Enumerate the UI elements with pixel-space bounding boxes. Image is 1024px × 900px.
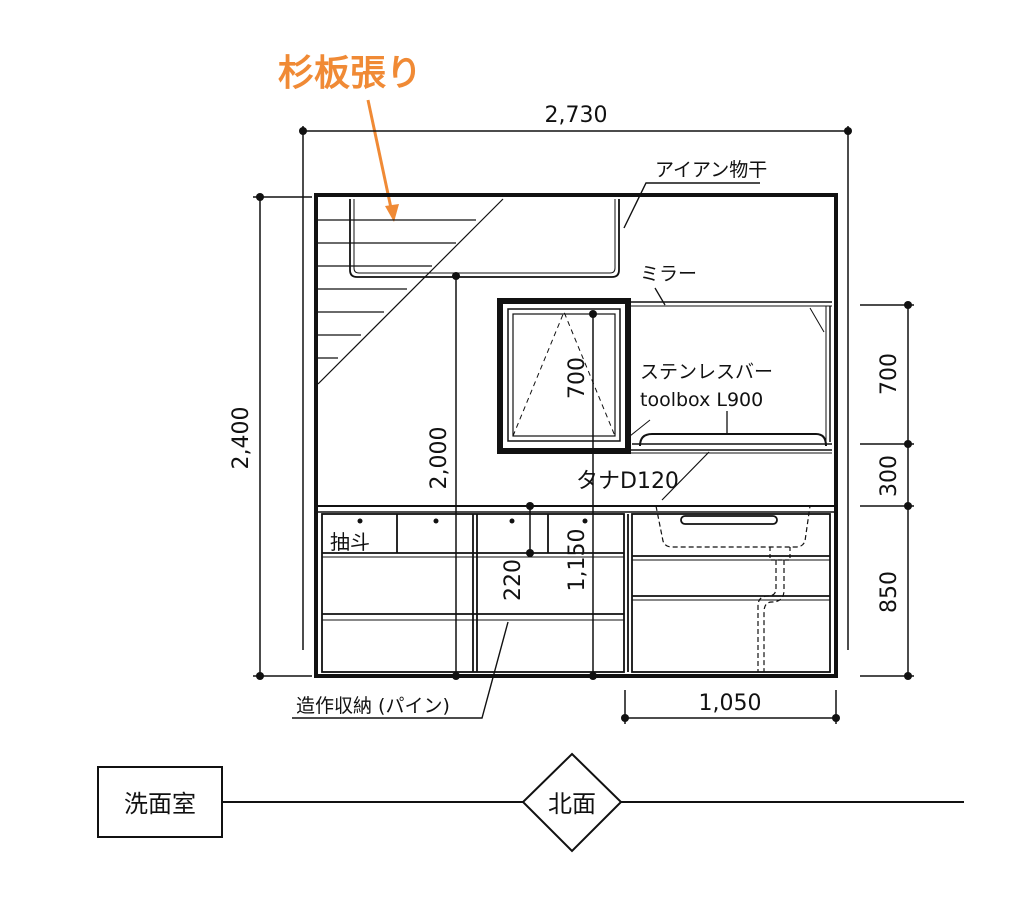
window — [497, 298, 631, 454]
dimension-lines — [253, 126, 914, 724]
room-name: 洗面室 — [124, 790, 196, 818]
dim-side-middle: 300 — [877, 455, 902, 497]
dim-drawer-height: 220 — [501, 559, 526, 601]
iron-hanger-bar — [349, 199, 620, 278]
sink-bowl — [655, 505, 811, 561]
wall-outline — [314, 193, 838, 678]
dim-total-height: 2,400 — [229, 407, 254, 470]
dim-side-bottom: 850 — [877, 571, 902, 613]
dim-total-width: 2,730 — [545, 103, 608, 128]
label-mirror: ミラー — [640, 263, 697, 285]
leader-iron-bar — [623, 182, 760, 229]
label-drawer: 抽斗 — [330, 530, 370, 554]
drawer-knobs — [357, 518, 588, 524]
dim-counter-height: 1,150 — [565, 529, 590, 592]
dim-sink-width: 1,050 — [699, 691, 762, 716]
mirror — [629, 301, 832, 442]
stainless-bar — [632, 411, 832, 447]
label-steel-bar: ステンレスバー — [640, 361, 773, 383]
label-cabinet: 造作収納 (パイン) — [296, 695, 450, 717]
drain-pipe — [757, 560, 785, 672]
sink-cabinet — [631, 513, 831, 673]
counter-top — [318, 505, 834, 513]
annotation-cedar-board: 杉板張り — [278, 53, 422, 94]
leader-mirror — [654, 287, 666, 306]
cedar-board-hatch — [317, 198, 504, 385]
label-steel-bar-model: toolbox L900 — [640, 389, 763, 411]
leader-cabinet — [292, 621, 509, 719]
room-box — [97, 766, 223, 838]
lower-cabinet — [321, 513, 629, 673]
dim-window-height: 700 — [565, 357, 590, 399]
dim-partition-height: 2,000 — [427, 427, 452, 490]
view-diamond — [521, 752, 623, 853]
label-iron-bar: アイアン物干 — [655, 159, 767, 181]
annotation-arrow — [366, 99, 399, 222]
shelf — [630, 449, 832, 501]
label-shelf: タナD120 — [576, 469, 679, 494]
dim-side-top: 700 — [877, 353, 902, 395]
view-name: 北面 — [548, 790, 596, 818]
